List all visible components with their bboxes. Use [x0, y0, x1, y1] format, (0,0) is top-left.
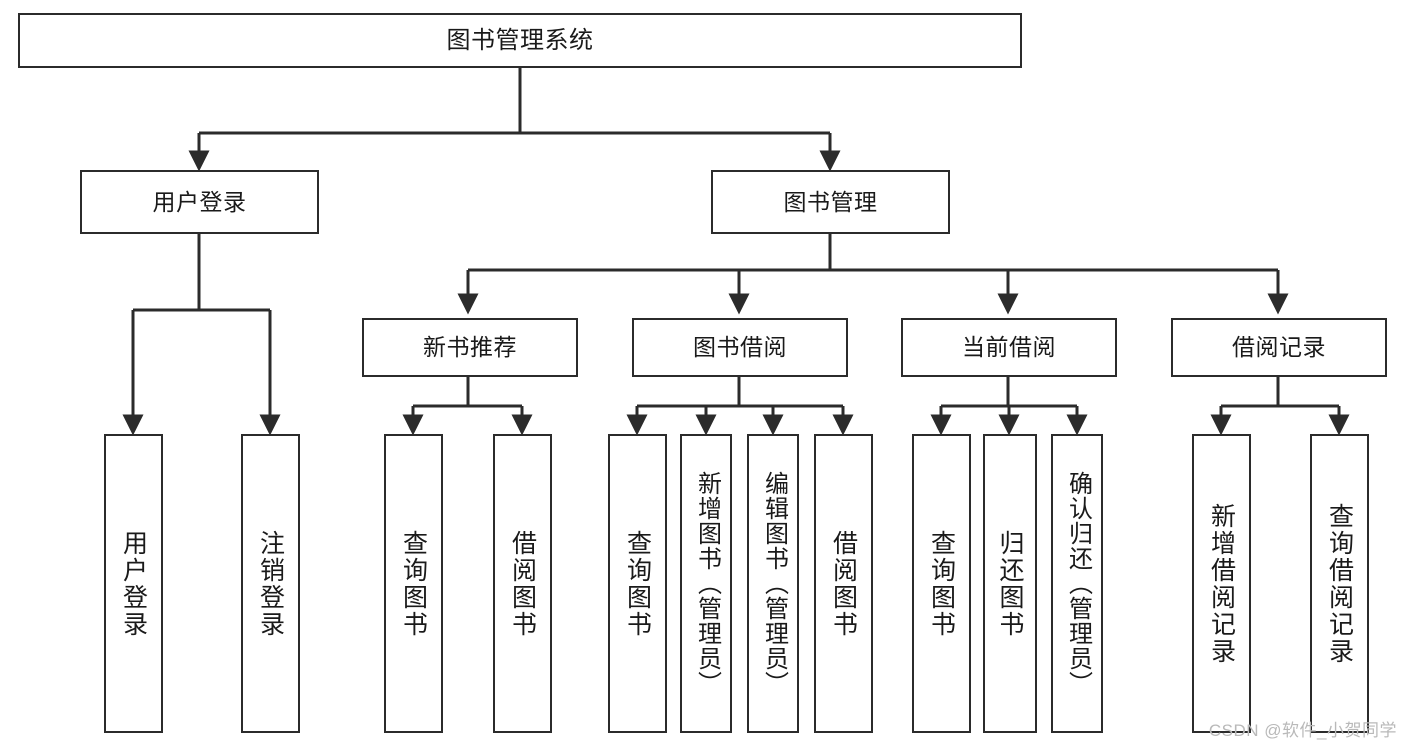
node-leaf-edit-book-admin[interactable]: 编辑图书（管理员）	[747, 434, 799, 733]
node-label: 查询图书	[927, 529, 956, 638]
node-label: 归还图书	[996, 529, 1024, 638]
node-borrow-record[interactable]: 借阅记录	[1171, 318, 1387, 377]
node-label: 图书借阅	[693, 334, 787, 361]
node-leaf-add-book-admin[interactable]: 新增图书（管理员）	[680, 434, 732, 733]
node-label: 用户登录	[152, 188, 247, 215]
node-leaf-user-login[interactable]: 用户登录	[104, 434, 163, 733]
node-label: 图书管理系统	[446, 26, 594, 54]
node-label: 借阅图书	[829, 529, 858, 638]
node-root-book-management-system[interactable]: 图书管理系统	[18, 13, 1022, 68]
node-leaf-user-logout[interactable]: 注销登录	[241, 434, 300, 733]
node-new-book-recommendation[interactable]: 新书推荐	[362, 318, 578, 377]
node-label: 确认归还（管理员）	[1064, 471, 1092, 696]
node-leaf-borrow-book-borrow[interactable]: 借阅图书	[814, 434, 873, 733]
node-label: 新书推荐	[423, 334, 517, 361]
node-label: 新增借阅记录	[1207, 502, 1236, 665]
node-leaf-return-book[interactable]: 归还图书	[983, 434, 1037, 733]
node-book-management[interactable]: 图书管理	[711, 170, 950, 234]
node-leaf-query-book-borrow[interactable]: 查询图书	[608, 434, 667, 733]
node-leaf-query-borrow-record[interactable]: 查询借阅记录	[1310, 434, 1369, 733]
node-label: 图书管理	[783, 188, 878, 215]
node-label: 新增图书（管理员）	[693, 471, 721, 696]
node-label: 借阅记录	[1232, 334, 1326, 361]
watermark-text: CSDN @软件_小贺同学	[1208, 721, 1397, 740]
node-leaf-add-borrow-record[interactable]: 新增借阅记录	[1192, 434, 1251, 733]
node-label: 借阅图书	[508, 529, 537, 638]
node-leaf-query-book-current[interactable]: 查询图书	[912, 434, 971, 733]
node-label: 查询图书	[399, 529, 428, 638]
node-label: 查询图书	[623, 529, 652, 638]
node-label: 用户登录	[119, 529, 148, 638]
node-leaf-confirm-return-admin[interactable]: 确认归还（管理员）	[1051, 434, 1103, 733]
node-leaf-query-book-recommendation[interactable]: 查询图书	[384, 434, 443, 733]
node-label: 当前借阅	[962, 334, 1056, 361]
node-label: 查询借阅记录	[1325, 502, 1354, 665]
node-leaf-borrow-book-recommendation[interactable]: 借阅图书	[493, 434, 552, 733]
node-label: 注销登录	[256, 529, 285, 638]
node-user-login[interactable]: 用户登录	[80, 170, 319, 234]
node-book-borrow[interactable]: 图书借阅	[632, 318, 848, 377]
node-current-borrow[interactable]: 当前借阅	[901, 318, 1117, 377]
node-label: 编辑图书（管理员）	[760, 471, 788, 696]
